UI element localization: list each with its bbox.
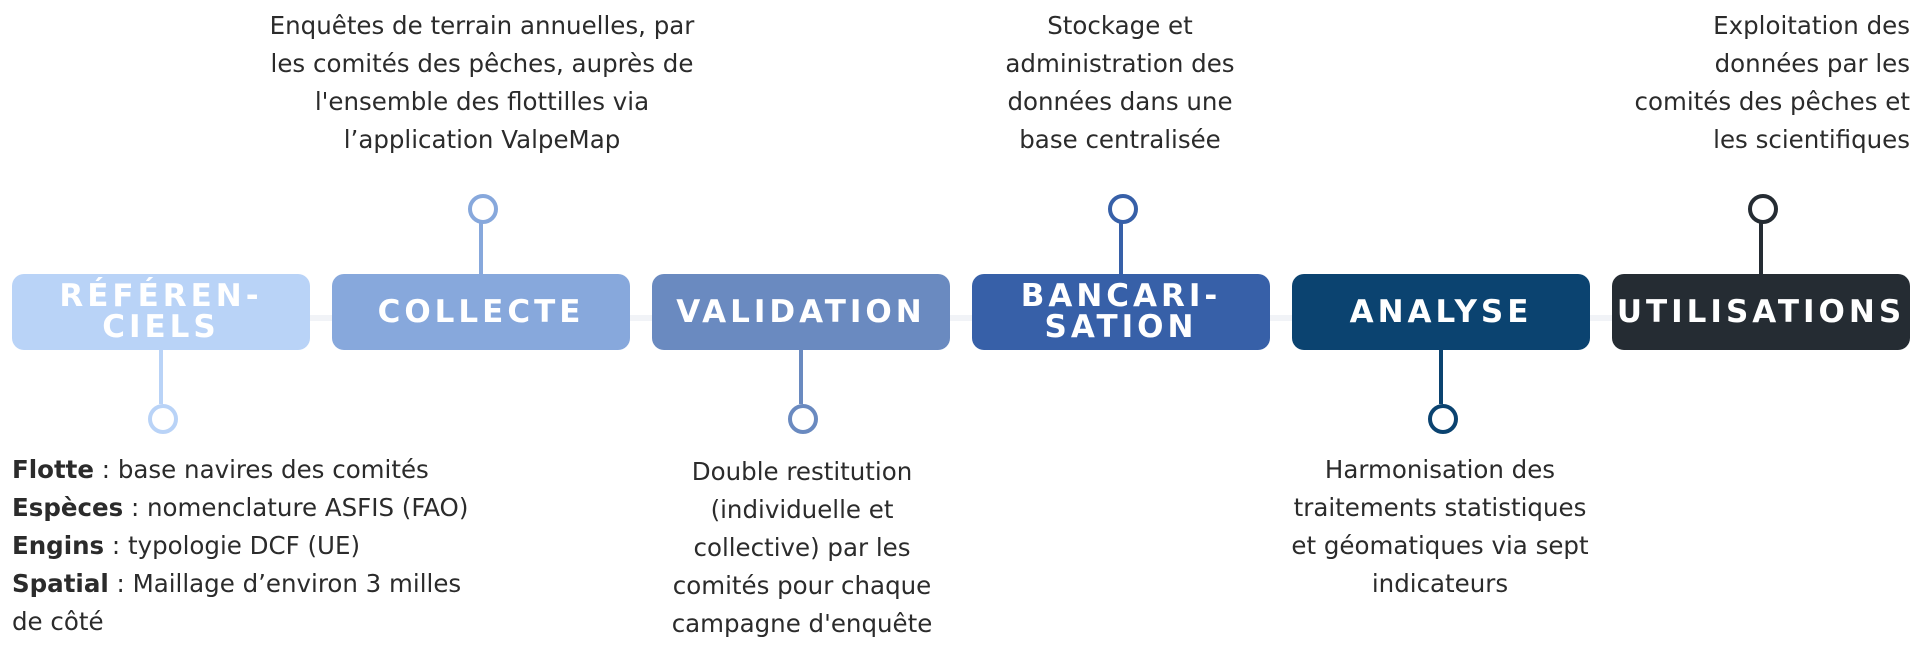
definition-engins: Engins : typologie DCF (UE) [12,527,492,565]
note-validation: Double restitution (individuelle et coll… [632,453,972,643]
note-line: l'ensemble des flottilles via [314,87,650,116]
definition-flotte: Flotte : base navires des comités [12,451,492,489]
note-line: les comités des pêches, auprès de [270,49,694,78]
note-line: Enquêtes de terrain annuelles, par [269,11,695,40]
step-collecte: COLLECTE [332,274,630,350]
step-utilisations-label: UTILISATIONS [1616,293,1906,330]
note-line: collective) par les [693,533,911,562]
definition-spatial-continued: de côté [12,603,492,641]
connector-analyse [1439,350,1443,404]
node-collecte [468,194,498,224]
definition-text: : typologie DCF (UE) [104,531,361,560]
definition-text: : nomenclature ASFIS (FAO) [123,493,469,522]
note-line: indicateurs [1371,569,1509,598]
definition-term: Flotte [12,455,95,484]
node-analyse [1428,404,1458,434]
note-line: l’application ValpeMap [343,125,621,154]
step-referenciels: RÉFÉREN- CIELS [12,274,310,350]
connector-referenciels [159,350,163,404]
definition-text: : Maillage d’environ 3 milles [108,569,462,598]
note-line: base centralisée [1019,125,1221,154]
note-line: comités pour chaque [672,571,932,600]
note-analyse: Harmonisation des traitements statistiqu… [1260,451,1620,603]
node-validation [788,404,818,434]
note-line: Double restitution [691,457,913,486]
note-line: les scientifiques [1713,125,1910,154]
note-line: Harmonisation des [1324,455,1556,484]
step-validation-label: VALIDATION [676,293,926,330]
connector-collecte [479,220,483,274]
note-utilisations: Exploitation des données par les comités… [1570,7,1910,159]
definition-term: Engins [12,531,105,560]
note-line: (individuelle et [710,495,894,524]
note-line: comités des pêches et [1634,87,1910,116]
note-line: données par les [1714,49,1910,78]
note-line: campagne d'enquête [671,609,933,638]
connector-utilisations [1759,220,1763,274]
step-utilisations: UTILISATIONS [1612,274,1910,350]
step-analyse: ANALYSE [1292,274,1590,350]
note-line: Stockage et [1047,11,1193,40]
note-line: Exploitation des [1713,11,1910,40]
definition-term: Spatial [12,569,109,598]
step-validation: VALIDATION [652,274,950,350]
definition-spatial: Spatial : Maillage d’environ 3 milles [12,565,492,603]
note-line: traitements statistiques [1293,493,1587,522]
note-referenciels: Flotte : base navires des comités Espèce… [12,451,492,641]
connector-validation [799,350,803,404]
node-referenciels [148,404,178,434]
definition-especes: Espèces : nomenclature ASFIS (FAO) [12,489,492,527]
note-line: et géomatiques via sept [1291,531,1589,560]
connector-bancarisation [1119,220,1123,274]
note-collecte: Enquêtes de terrain annuelles, par les c… [232,7,732,159]
definition-text: : base navires des comités [94,455,429,484]
step-collecte-label: COLLECTE [377,293,585,330]
note-bancarisation: Stockage et administration des données d… [960,7,1280,159]
definition-text: de côté [12,607,104,636]
note-line: administration des [1005,49,1235,78]
node-bancarisation [1108,194,1138,224]
node-utilisations [1748,194,1778,224]
timeline-line [12,315,1908,321]
step-bancarisation: BANCARI- SATION [972,274,1270,350]
step-analyse-label: ANALYSE [1349,293,1533,330]
definition-term: Espèces [12,493,124,522]
step-referenciels-label: RÉFÉREN- CIELS [59,278,263,345]
note-line: données dans une [1007,87,1233,116]
step-bancarisation-label: BANCARI- SATION [1020,278,1222,345]
